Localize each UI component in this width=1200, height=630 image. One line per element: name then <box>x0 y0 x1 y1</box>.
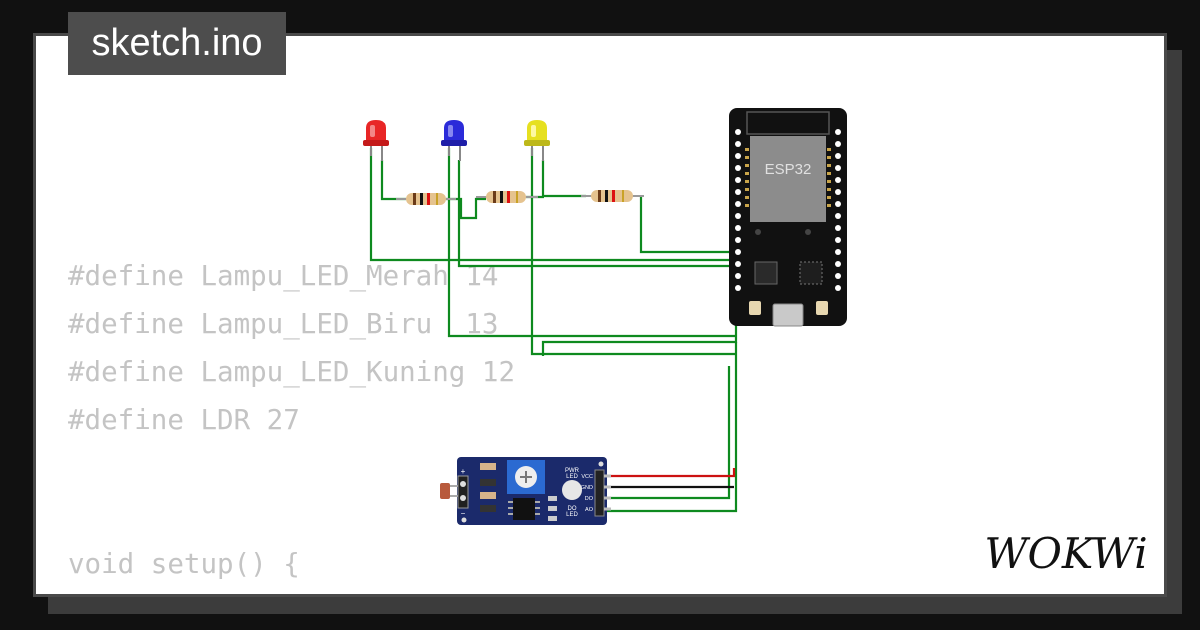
wire-red-led-anode <box>380 160 406 201</box>
pwr-led-label: PWR <box>565 468 580 474</box>
esp32-label: ESP32 <box>765 161 812 178</box>
wire-red-led-cathode <box>369 148 736 262</box>
do-led-label: DO <box>568 506 577 512</box>
file-tab[interactable]: sketch.ino <box>68 12 286 75</box>
esp32-board[interactable]: ESP32 <box>729 108 847 327</box>
circuit-diagram: ESP32 <box>363 108 847 525</box>
pin-vcc-label: VCC <box>581 474 593 480</box>
preview-panel: #define Lampu_LED_Merah 14#define Lampu_… <box>33 33 1167 597</box>
wire-blue-led-anode <box>457 160 736 268</box>
resistor-2 <box>476 191 538 203</box>
resistor-1 <box>396 193 456 205</box>
photoresistor <box>440 483 450 499</box>
led-yellow[interactable] <box>524 120 550 161</box>
led-blue[interactable] <box>441 120 467 161</box>
code-line-7: void setup() { <box>68 548 300 580</box>
pin-ao-label: AO <box>585 507 594 513</box>
wire-resistor-3 <box>639 196 738 254</box>
wokwi-logo-text: WOKWi <box>984 529 1147 578</box>
wokwi-logo: WOKWi <box>984 529 1147 578</box>
wire-ldr-do <box>601 366 731 500</box>
led-red[interactable] <box>363 120 389 161</box>
resistor-3 <box>581 190 644 202</box>
ldr-sensor-module[interactable]: + − PWR LED DO LE <box>440 457 611 525</box>
wires <box>369 148 738 513</box>
pwr-led-label-2: LED <box>566 474 578 480</box>
do-led-label-2: LED <box>566 512 578 518</box>
code-line-4: #define LDR 27 <box>68 404 300 436</box>
pin-gnd-label: GND <box>581 485 593 491</box>
code-line-2: #define Lampu_LED_Biru 13 <box>68 308 499 340</box>
code-line-3: #define Lampu_LED_Kuning 12 <box>68 356 516 388</box>
wire-blue-led-cathode <box>447 148 736 338</box>
wire-ldr-ao <box>601 342 738 513</box>
sensor-plus-label: + <box>461 467 466 476</box>
pin-do-label: DO <box>585 496 594 502</box>
wire-vcc <box>601 468 736 478</box>
wire-yellow-led-cathode <box>530 148 736 356</box>
wire-esp-bus <box>541 236 738 356</box>
wire-resistor-1 <box>446 197 486 220</box>
code-background: #define Lampu_LED_Merah 14#define Lampu_… <box>68 252 515 588</box>
sensor-minus-label: − <box>461 509 466 518</box>
wire-yellow-led-anode <box>541 160 586 198</box>
